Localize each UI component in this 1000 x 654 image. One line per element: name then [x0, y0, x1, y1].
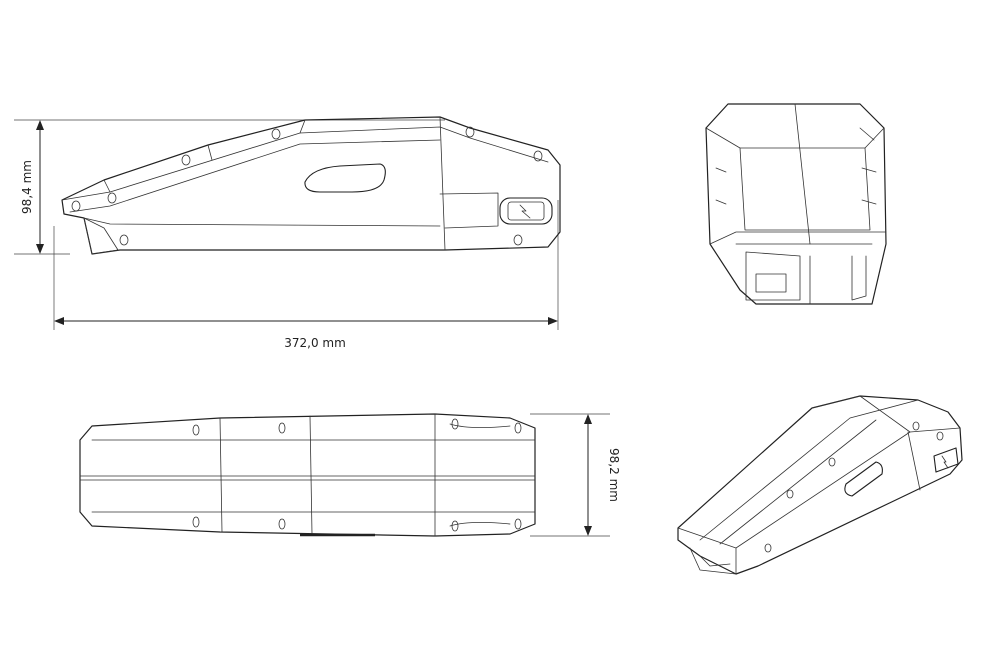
front-view [705, 103, 887, 305]
height-dimension-label: 98,4 mm [20, 160, 34, 214]
side-view-outline [61, 116, 561, 255]
width-dimension-label: 98,2 mm [607, 448, 621, 502]
length-dimension: 372,0 mm [53, 200, 559, 350]
side-view: 98,4 mm 372,0 mm [14, 116, 561, 350]
length-dimension-label: 372,0 mm [284, 336, 346, 350]
isometric-view [677, 395, 963, 575]
top-view: 98,2 mm [79, 413, 621, 537]
iso-charge-port-icon [933, 447, 959, 473]
height-dimension: 98,4 mm [14, 119, 445, 255]
width-dimension: 98,2 mm [530, 413, 621, 537]
charge-port-icon [499, 197, 553, 225]
